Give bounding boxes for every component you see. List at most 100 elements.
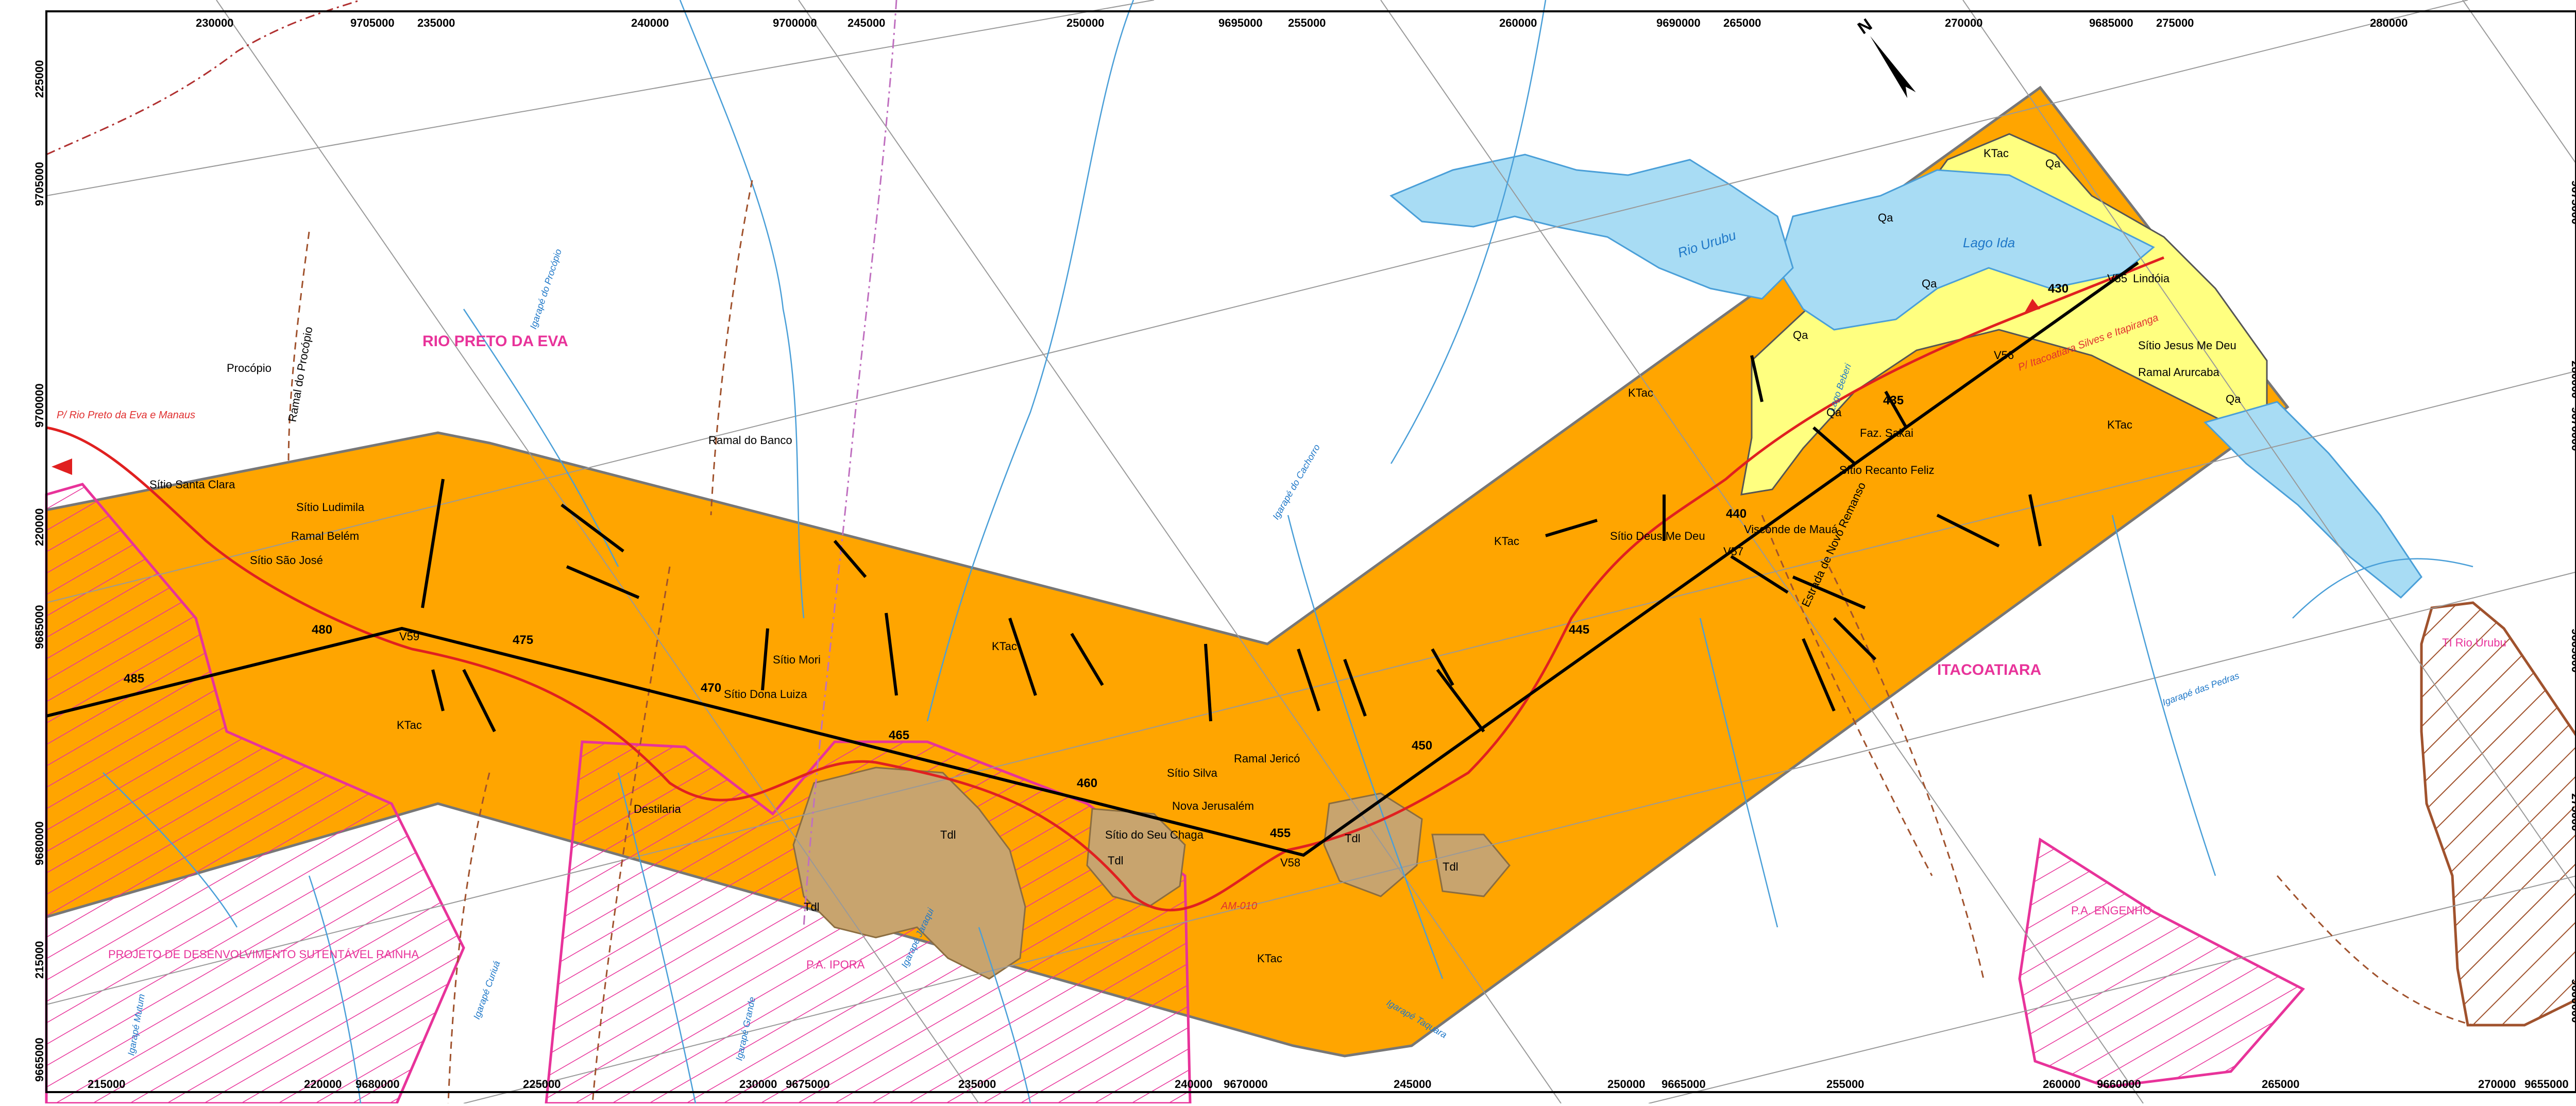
geo-ktac-1: KTac <box>397 719 422 731</box>
coordinate-grid <box>46 0 2576 1104</box>
geo-ktac-5: KTac <box>1984 147 2009 160</box>
place-sitio-sao-jose: Sítio São José <box>250 554 323 567</box>
coord-bottom-9680000: 9680000 <box>355 1078 400 1091</box>
km-475: 475 <box>513 633 533 647</box>
coord-bottom-9655000: 9655000 <box>2524 1078 2569 1091</box>
road-am010 <box>46 256 2164 912</box>
coord-bottom-9660000: 9660000 <box>2097 1078 2141 1091</box>
coord-bottom-9675000: 9675000 <box>786 1078 830 1091</box>
place-lindoia: Lindóia <box>2133 272 2170 285</box>
coord-bottom-265000: 265000 <box>2262 1078 2299 1091</box>
coord-top-9700000: 9700000 <box>773 16 817 29</box>
drainage-network <box>103 0 2473 1104</box>
coord-top-250000: 250000 <box>1066 16 1104 29</box>
coord-left-225000: 225000 <box>33 60 46 98</box>
geo-tdl-3: Tdl <box>1108 854 1124 867</box>
region-itacoatiara: ITACOATIARA <box>1937 661 2041 678</box>
fault-lines <box>421 355 2042 733</box>
coord-top-9705000: 9705000 <box>350 16 395 29</box>
reserve-engenho-label: P.A. ENGENHO <box>2071 904 2151 917</box>
coord-bottom-9670000: 9670000 <box>1224 1078 1268 1091</box>
coord-left-9685000: 9685000 <box>33 605 46 649</box>
top-northing-labels: 9705000 9700000 9695000 9690000 9685000 <box>350 16 2133 29</box>
km-480: 480 <box>312 623 332 637</box>
coord-right-9665000: 9665000 <box>2569 628 2576 673</box>
coord-bottom-260000: 260000 <box>2043 1078 2080 1091</box>
station-v58: V58 <box>1280 856 1300 869</box>
tdl-area-3 <box>1323 792 1423 897</box>
place-destilaria: Destilaria <box>634 803 681 815</box>
geo-qa-1: Qa <box>2045 157 2061 170</box>
geo-qa-3: Qa <box>1922 277 1937 290</box>
geo-qa-2: Qa <box>1878 211 1893 224</box>
road-label-rio-preto: P/ Rio Preto da Eva e Manaus <box>57 410 195 421</box>
place-sitio-mori: Sítio Mori <box>773 653 821 666</box>
right-coordinate-labels: 9675000 280000 9670000 9665000 275000 96… <box>2569 180 2576 1023</box>
coord-top-265000: 265000 <box>1723 16 1761 29</box>
north-arrow-icon <box>1870 36 1916 98</box>
coord-bottom-255000: 255000 <box>1826 1078 1864 1091</box>
coord-bottom-250000: 250000 <box>1607 1078 1645 1091</box>
place-ramal-do-banco: Ramal do Banco <box>708 434 792 447</box>
reserve-ipora-label: P.A. IPORÁ <box>806 958 865 971</box>
station-labels: V59 V58 V57 V56 V55 <box>399 272 2127 869</box>
coord-top-280000: 280000 <box>2370 16 2408 29</box>
km-450: 450 <box>1412 739 1432 753</box>
geo-tdl-2: Tdl <box>804 900 820 913</box>
coord-top-9695000: 9695000 <box>1218 16 1263 29</box>
coord-left-220000: 220000 <box>33 508 46 546</box>
coord-left-9665000: 9665000 <box>33 1037 46 1082</box>
geology-labels: KTac KTac KTac KTac KTac KTac KTac Qa Qa… <box>397 147 2241 965</box>
rio-urubu-water <box>1389 154 1794 300</box>
ti-rio-urubu-area <box>2420 601 2576 1027</box>
place-sitio-dona-luiza: Sítio Dona Luiza <box>724 688 807 701</box>
station-v56: V56 <box>1994 349 2014 362</box>
bottom-easting-labels: 215000 220000 225000 230000 235000 24000… <box>88 1078 2516 1091</box>
reserve-rainha-label: PROJETO DE DESENVOLVIMENTO SUTENTÁVEL RA… <box>108 948 419 961</box>
coord-left-9680000: 9680000 <box>33 821 46 865</box>
coord-bottom-225000: 225000 <box>523 1078 561 1091</box>
place-faz-sakai: Faz. Sakai <box>1860 427 1913 439</box>
geo-qa-4: Qa <box>1793 329 1808 342</box>
coord-top-235000: 235000 <box>417 16 455 29</box>
km-470: 470 <box>701 681 721 695</box>
coord-right-9660000: 9660000 <box>2569 979 2576 1023</box>
geo-ktac-7: KTac <box>1257 952 1282 965</box>
place-sitio-recanto-feliz: Sítio Recanto Feliz <box>1839 464 1935 477</box>
geo-ktac-6: KTac <box>2107 418 2132 431</box>
coord-top-275000: 275000 <box>2156 16 2194 29</box>
coord-bottom-245000: 245000 <box>1394 1078 1431 1091</box>
region-rio-preto-da-eva: RIO PRETO DA EVA <box>422 333 568 350</box>
place-sitio-silva: Sítio Silva <box>1167 767 1218 779</box>
coord-bottom-230000: 230000 <box>739 1078 777 1091</box>
bottom-northing-labels: 9680000 9675000 9670000 9665000 9660000 … <box>355 1078 2569 1091</box>
trail-network <box>287 180 2473 1104</box>
geo-ktac-2: KTac <box>992 640 1017 653</box>
place-sitio-santa-clara: Sítio Santa Clara <box>149 478 235 491</box>
geo-tdl-1: Tdl <box>940 828 956 841</box>
place-sitio-do-seu-chaga: Sítio do Seu Chaga <box>1105 828 1204 841</box>
km-460: 460 <box>1077 776 1097 790</box>
road-exit-arrow-east <box>2025 299 2040 312</box>
km-430: 430 <box>2048 282 2069 296</box>
place-sitio-deus-me-deu: Sítio Deus Me Deu <box>1610 530 1705 542</box>
coord-top-260000: 260000 <box>1499 16 1537 29</box>
km-440: 440 <box>1726 507 1747 521</box>
place-sitio-ludimila: Sítio Ludimila <box>296 501 365 514</box>
geo-tdl-5: Tdl <box>1443 860 1459 873</box>
km-465: 465 <box>889 728 909 742</box>
left-coordinate-labels: 225000 9705000 9700000 220000 9685000 96… <box>33 60 46 1082</box>
place-ramal-belem: Ramal Belém <box>291 530 359 542</box>
geo-qa-5: Qa <box>1826 406 1842 419</box>
coord-bottom-220000: 220000 <box>304 1078 342 1091</box>
coord-right-9670000: 9670000 <box>2569 407 2576 451</box>
coord-left-9700000: 9700000 <box>33 383 46 428</box>
km-435: 435 <box>1883 394 1904 407</box>
place-nova-jerusalem: Nova Jerusalém <box>1172 799 1254 812</box>
coord-top-255000: 255000 <box>1288 16 1326 29</box>
geo-qa-6: Qa <box>2226 393 2241 405</box>
coord-right-280000: 280000 <box>2569 361 2576 398</box>
coord-right-275000: 275000 <box>2569 793 2576 831</box>
coord-bottom-240000: 240000 <box>1175 1078 1212 1091</box>
coord-top-270000: 270000 <box>1945 16 1982 29</box>
